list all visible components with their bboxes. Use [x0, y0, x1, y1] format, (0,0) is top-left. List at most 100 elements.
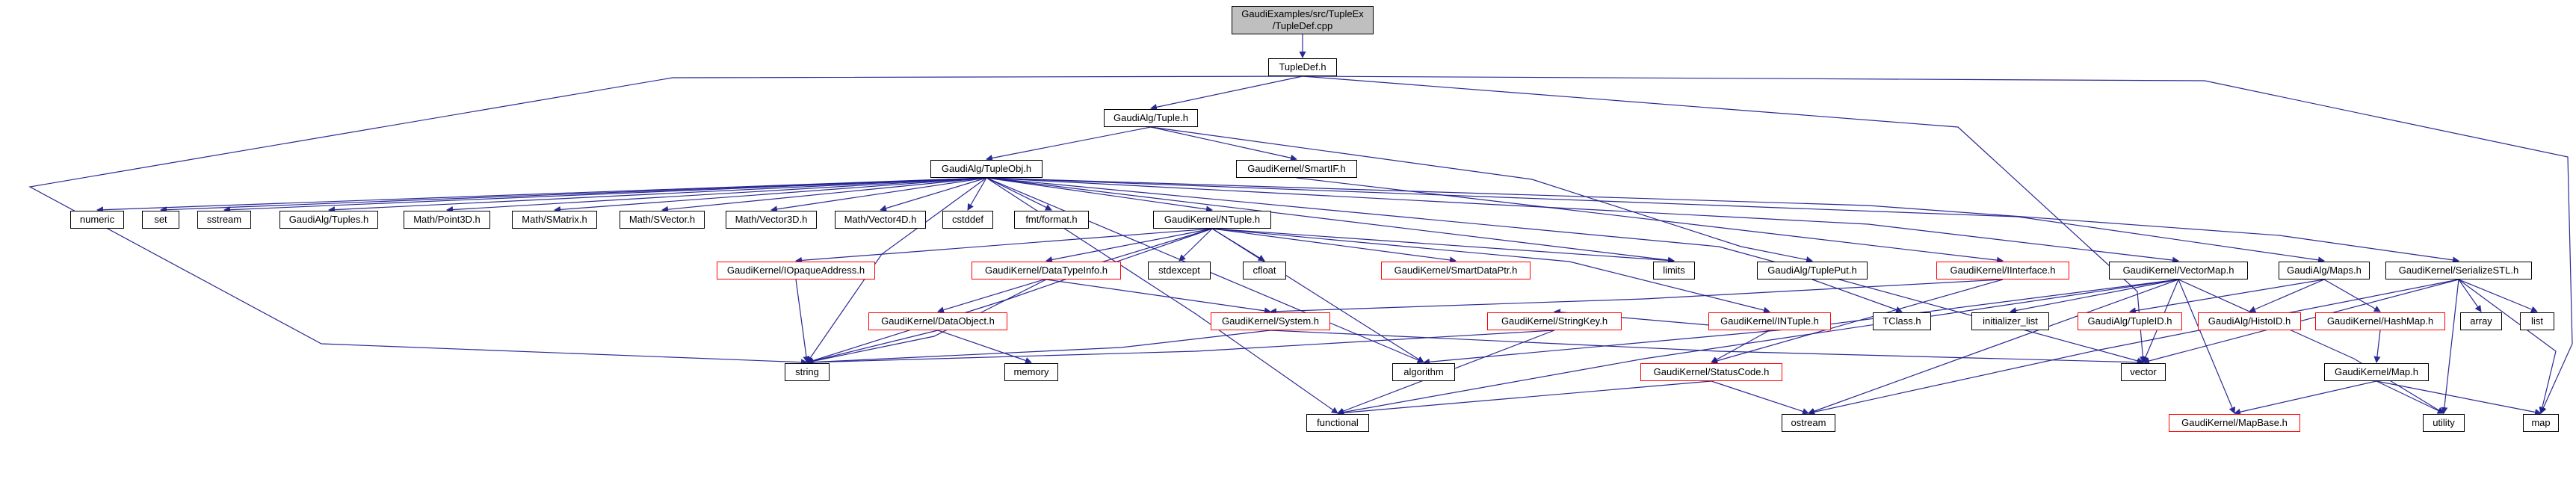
- graph-node-tclass[interactable]: TClass.h: [1873, 312, 1931, 330]
- graph-node-label: GaudiAlg/Tuple.h: [1114, 111, 1188, 123]
- graph-node-dataobject[interactable]: GaudiKernel/DataObject.h: [868, 312, 1007, 330]
- include-edge-serializestl_h-map: [2458, 279, 2557, 414]
- graph-node-vector[interactable]: vector: [2121, 363, 2166, 381]
- include-edge-map_h-mapbase: [2234, 380, 2377, 416]
- graph-node-map[interactable]: map: [2523, 414, 2559, 432]
- graph-node-ostream[interactable]: ostream: [1782, 414, 1835, 432]
- graph-node-tupleobj_h[interactable]: GaudiAlg/TupleObj.h: [930, 160, 1043, 178]
- include-edge-ntuple_h-algorithm: [1211, 228, 1424, 363]
- include-edge-statuscode-ostream: [1711, 380, 1809, 415]
- graph-node-tupleput_h[interactable]: GaudiAlg/TuplePut.h: [1757, 262, 1868, 279]
- graph-node-label: sstream: [206, 213, 242, 225]
- graph-node-sstream[interactable]: sstream: [197, 211, 251, 229]
- include-edge-maps_h-hashmap: [2323, 279, 2381, 312]
- graph-node-point3d[interactable]: Math/Point3D.h: [404, 211, 490, 229]
- graph-node-label: GaudiKernel/Map.h: [2334, 365, 2418, 377]
- include-edge-iinterface_h-system_h: [1270, 279, 2004, 315]
- graph-node-maps_h[interactable]: GaudiAlg/Maps.h: [2279, 262, 2370, 279]
- graph-node-algorithm[interactable]: algorithm: [1392, 363, 1455, 381]
- include-edge-maps_h-tupleid: [2129, 279, 2325, 315]
- graph-node-tupledef_h[interactable]: TupleDef.h: [1268, 58, 1337, 76]
- include-edge-ntuple_h-smartdataptr: [1211, 228, 1457, 264]
- graph-node-label: initializer_list: [1983, 315, 2038, 327]
- graph-node-label: GaudiKernel/MapBase.h: [2181, 416, 2288, 428]
- graph-node-label: vector: [2130, 365, 2157, 377]
- graph-node-datatypeinfo[interactable]: GaudiKernel/DataTypeInfo.h: [972, 262, 1121, 279]
- graph-node-vector4d[interactable]: Math/Vector4D.h: [835, 211, 926, 229]
- include-edge-datatypeinfo-string: [806, 279, 1047, 365]
- include-edge-vectormap_h-ostream: [1808, 279, 2179, 415]
- graph-node-label: GaudiAlg/Maps.h: [2287, 264, 2362, 276]
- include-edge-maps_h-histoid: [2249, 279, 2325, 312]
- include-edge-system_h-string: [806, 330, 1271, 366]
- graph-node-functional[interactable]: functional: [1306, 414, 1369, 432]
- include-edge-datatypeinfo-system_h: [1045, 279, 1271, 315]
- graph-node-cfloat[interactable]: cfloat: [1243, 262, 1286, 279]
- graph-node-statuscode[interactable]: GaudiKernel/StatusCode.h: [1640, 363, 1782, 381]
- graph-node-cstddef[interactable]: cstddef: [942, 211, 993, 229]
- graph-node-smartif_h[interactable]: GaudiKernel/SmartIF.h: [1236, 160, 1357, 178]
- include-edge-ntuple_h-stdexcept: [1179, 228, 1213, 262]
- include-edge-ntuple_h-datatypeinfo: [1045, 228, 1213, 263]
- graph-node-system_h[interactable]: GaudiKernel/System.h: [1211, 312, 1330, 330]
- graph-node-label: GaudiKernel/SerializeSTL.h: [2398, 264, 2519, 276]
- graph-node-label: GaudiKernel/IInterface.h: [1950, 264, 2056, 276]
- graph-node-limits[interactable]: limits: [1653, 262, 1695, 279]
- graph-node-set[interactable]: set: [142, 211, 179, 229]
- graph-node-vector3d[interactable]: Math/Vector3D.h: [726, 211, 817, 229]
- graph-node-label: TupleDef.h: [1279, 61, 1326, 72]
- graph-node-fmtformat[interactable]: fmt/format.h: [1014, 211, 1089, 229]
- include-edge-tupleobj_h-smatrix: [554, 177, 987, 213]
- graph-node-memory[interactable]: memory: [1004, 363, 1058, 381]
- include-edge-dataobject-string: [806, 330, 939, 365]
- graph-node-label: TClass.h: [1882, 315, 1921, 327]
- graph-node-map_h[interactable]: GaudiKernel/Map.h: [2324, 363, 2429, 381]
- graph-node-string[interactable]: string: [785, 363, 830, 381]
- graph-node-label: GaudiKernel/HashMap.h: [2326, 315, 2434, 327]
- graph-node-tuples_h[interactable]: GaudiAlg/Tuples.h: [279, 211, 378, 229]
- graph-node-label: functional: [1317, 416, 1359, 428]
- include-edge-tupleobj_h-point3d: [446, 177, 987, 214]
- graph-node-label: map: [2531, 416, 2551, 428]
- graph-node-iopaque[interactable]: GaudiKernel/IOpaqueAddress.h: [717, 262, 875, 279]
- graph-node-iinterface_h[interactable]: GaudiKernel/IInterface.h: [1936, 262, 2069, 279]
- graph-node-histoid[interactable]: GaudiAlg/HistoID.h: [2198, 312, 2301, 330]
- graph-node-svector[interactable]: Math/SVector.h: [620, 211, 705, 229]
- graph-node-tupleid[interactable]: GaudiAlg/TupleID.h: [2078, 312, 2182, 330]
- graph-node-array[interactable]: array: [2460, 312, 2502, 330]
- include-edge-tupledef_h-map: [1302, 75, 2573, 414]
- graph-node-label: GaudiKernel/DataTypeInfo.h: [984, 264, 1108, 276]
- graph-node-serializestl_h[interactable]: GaudiKernel/SerializeSTL.h: [2385, 262, 2532, 279]
- graph-node-utility[interactable]: utility: [2423, 414, 2465, 432]
- graph-node-list[interactable]: list: [2520, 312, 2554, 330]
- graph-node-intuple_h[interactable]: GaudiKernel/INTuple.h: [1708, 312, 1831, 330]
- include-edge-smartif_h-iinterface_h: [1296, 177, 2004, 264]
- graph-node-label: GaudiAlg/TupleObj.h: [941, 162, 1032, 174]
- graph-node-label: Math/Point3D.h: [413, 213, 481, 225]
- include-edge-tupleobj_h-fmtformat: [986, 177, 1052, 211]
- graph-node-hashmap[interactable]: GaudiKernel/HashMap.h: [2315, 312, 2445, 330]
- graph-node-numeric[interactable]: numeric: [70, 211, 124, 229]
- include-edge-stringkey-string: [806, 330, 1555, 366]
- graph-node-label: GaudiKernel/SmartIF.h: [1247, 162, 1346, 174]
- graph-node-vectormap_h[interactable]: GaudiKernel/VectorMap.h: [2109, 262, 2248, 279]
- graph-node-label: GaudiAlg/TuplePut.h: [1767, 264, 1857, 276]
- graph-node-label: Math/Vector4D.h: [844, 213, 917, 225]
- include-edge-tuple_h-smartif_h: [1150, 126, 1297, 161]
- graph-node-label: numeric: [79, 213, 115, 225]
- graph-node-mapbase[interactable]: GaudiKernel/MapBase.h: [2169, 414, 2300, 432]
- graph-node-stringkey[interactable]: GaudiKernel/StringKey.h: [1487, 312, 1622, 330]
- graph-node-initlist[interactable]: initializer_list: [1971, 312, 2049, 330]
- graph-node-tuple_h[interactable]: GaudiAlg/Tuple.h: [1104, 109, 1198, 127]
- graph-node-label: GaudiKernel/DataObject.h: [881, 315, 995, 327]
- graph-node-smatrix[interactable]: Math/SMatrix.h: [512, 211, 597, 229]
- include-edge-system_h-vector: [1270, 330, 2144, 366]
- graph-node-ntuple_h[interactable]: GaudiKernel/NTuple.h: [1153, 211, 1271, 229]
- include-edge-vectormap_h-functional: [1337, 279, 2179, 416]
- graph-node-label: set: [154, 213, 167, 225]
- graph-node-smartdataptr[interactable]: GaudiKernel/SmartDataPtr.h: [1381, 262, 1531, 279]
- include-edge-dataobject-memory: [937, 330, 1032, 364]
- graph-node-cpp[interactable]: GaudiExamples/src/TupleEx/TupleDef.cpp: [1232, 6, 1374, 34]
- graph-node-stdexcept[interactable]: stdexcept: [1148, 262, 1211, 279]
- include-edge-serializestl_h-array: [2458, 279, 2482, 312]
